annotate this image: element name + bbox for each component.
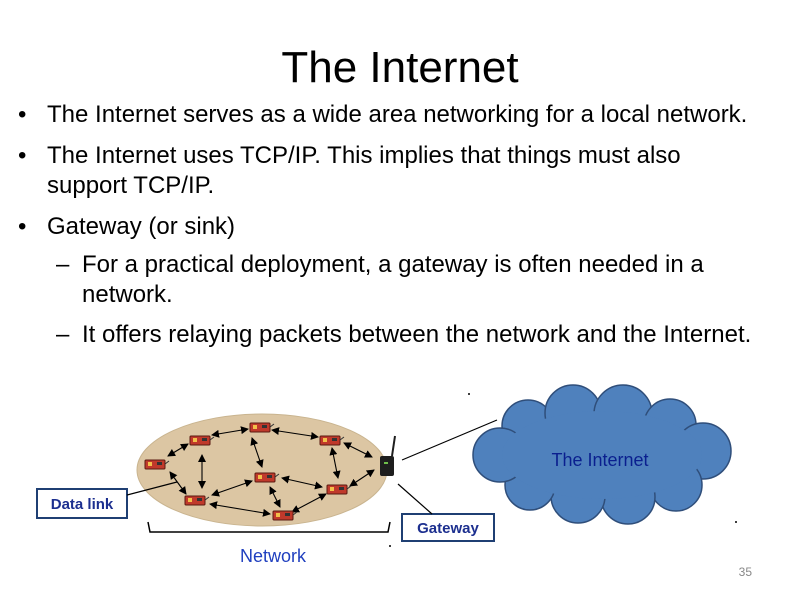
page-number: 35 <box>738 565 752 579</box>
link-arrows <box>167 426 375 517</box>
sensor-node <box>249 422 275 433</box>
sub-bullet-list: For a practical deployment, a gateway is… <box>18 250 758 350</box>
sensor-node <box>254 472 280 483</box>
bullet-item: The Internet uses TCP/IP. This implies t… <box>18 141 758 201</box>
data-link-pointer <box>126 481 178 496</box>
decor-dot <box>389 545 391 547</box>
gateway-label-box <box>401 513 495 542</box>
internet-cloud <box>472 384 732 525</box>
internet-cloud-label: The Internet <box>551 450 648 470</box>
gateway-router-icon <box>380 435 396 476</box>
slide-title: The Internet <box>281 43 519 92</box>
sensor-node <box>319 435 345 446</box>
sensor-node <box>144 459 170 470</box>
sensor-node <box>272 510 298 521</box>
sub-bullet-item: It offers relaying packets between the n… <box>18 320 758 350</box>
bullet-item: Gateway (or sink) <box>18 212 758 242</box>
network-label: Network <box>240 546 307 566</box>
decor-dot <box>735 521 737 523</box>
sensor-node <box>189 435 215 446</box>
gateway-pointer <box>397 483 433 515</box>
data-link-label: Data link <box>51 496 114 513</box>
gateway-label: Gateway <box>417 520 479 537</box>
sensor-node <box>184 495 210 506</box>
sensor-node <box>326 484 352 495</box>
data-link-label-box <box>36 488 128 519</box>
sub-bullet-item: For a practical deployment, a gateway is… <box>18 250 758 310</box>
decor-dot <box>468 393 470 395</box>
bullet-item: The Internet serves as a wide area netwo… <box>18 100 758 130</box>
gateway-internet-link <box>401 419 498 461</box>
network-bracket <box>147 521 391 533</box>
bullet-list: The Internet serves as a wide area netwo… <box>18 100 758 350</box>
